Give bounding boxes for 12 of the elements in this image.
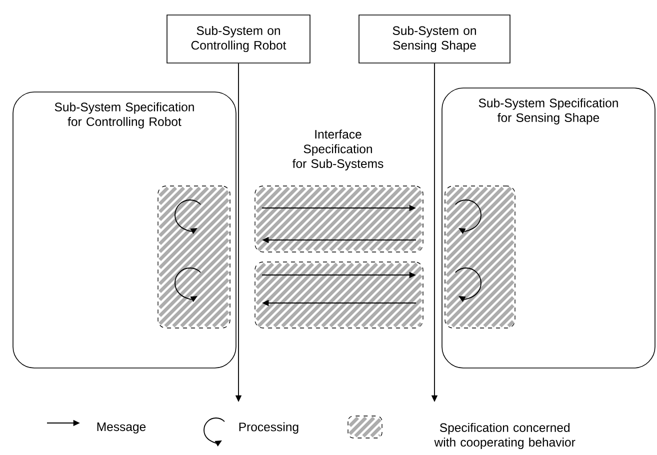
specification-box: Sub-System Specification for Controlling Robot — [12, 92, 236, 368]
subsystem-box: Sub-System on Controlling Robot — [166, 14, 310, 64]
interface-label: Interface Specification for Sub-Systems — [292, 130, 384, 170]
legend-label: Specification concerned with cooperating behavior — [434, 422, 576, 450]
hatched-region — [158, 186, 230, 328]
legend-label: Processing — [239, 422, 298, 434]
legend-label: Message — [97, 422, 146, 434]
specification-box: Sub-System Specification for Sensing Shape — [442, 88, 656, 368]
hatched-region — [444, 186, 516, 328]
hatched-region — [254, 186, 424, 252]
hatched-region — [254, 262, 424, 328]
subsystem-box: Sub-System on Sensing Shape — [358, 14, 510, 64]
